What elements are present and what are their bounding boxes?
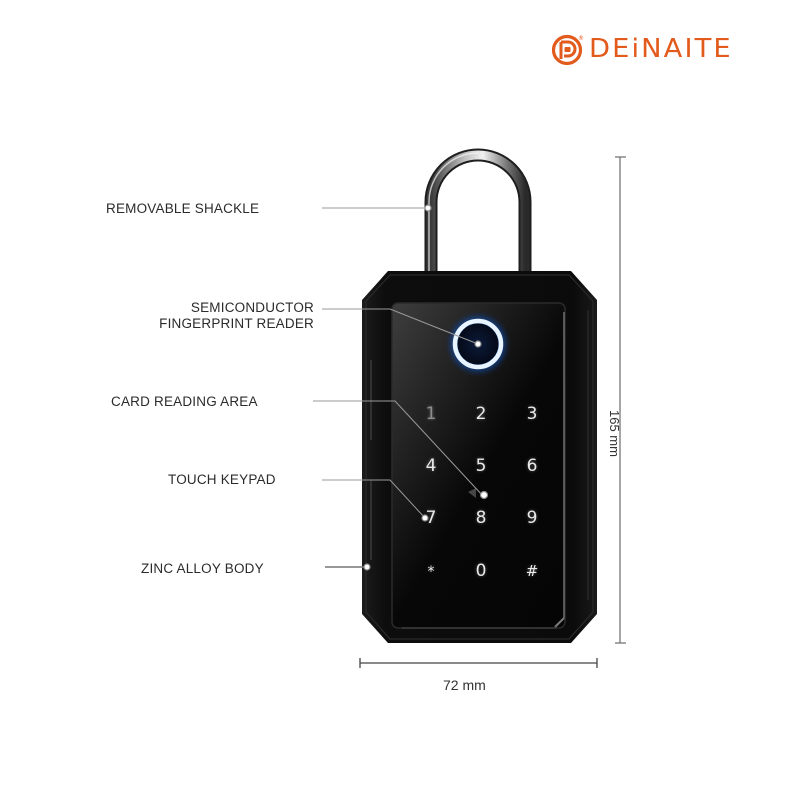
keypad-key-4[interactable]: 4 [425, 456, 437, 476]
brand-logo: ® DEiNAITE [551, 32, 731, 66]
callout-card-reading-area: CARD READING AREA [111, 394, 258, 409]
width-dimension-label: 72 mm [443, 677, 486, 693]
front-panel [391, 302, 566, 629]
keypad-key-1[interactable]: 1 [425, 404, 437, 424]
shackle [424, 148, 532, 275]
svg-text:®: ® [578, 35, 584, 42]
callout-fingerprint-line2: FINGERPRINT READER [159, 316, 314, 331]
callout-fingerprint-reader: SEMICONDUCTOR FINGERPRINT READER [102, 300, 314, 332]
keypad-key-8[interactable]: 8 [475, 508, 487, 528]
dimension-lines [359, 156, 626, 668]
callout-removable-shackle: REMOVABLE SHACKLE [106, 201, 260, 216]
height-dimension-label: 165 mm [607, 410, 622, 457]
keypad-key-2[interactable]: 2 [475, 404, 487, 424]
keypad-key-7[interactable]: 7 [425, 508, 437, 528]
keypad-key-9[interactable]: 9 [526, 508, 538, 528]
keypad-key-hash[interactable]: # [525, 562, 539, 580]
brand-logo-icon: ® [551, 33, 584, 66]
keypad-key-3[interactable]: 3 [526, 404, 538, 424]
leader-lines [313, 207, 484, 568]
callout-fingerprint-line1: SEMICONDUCTOR [190, 300, 314, 315]
keypad-key-star[interactable]: * [427, 564, 435, 580]
callout-touch-keypad: TOUCH KEYPAD [168, 472, 276, 487]
keypad-key-0[interactable]: 0 [475, 561, 487, 581]
keypad-key-6[interactable]: 6 [526, 456, 538, 476]
brand-name: DEiNAITE [589, 34, 733, 64]
keypad-key-5[interactable]: 5 [475, 456, 487, 476]
callout-zinc-alloy-body: ZINC ALLOY BODY [141, 561, 264, 576]
callout-dots [363, 204, 489, 571]
